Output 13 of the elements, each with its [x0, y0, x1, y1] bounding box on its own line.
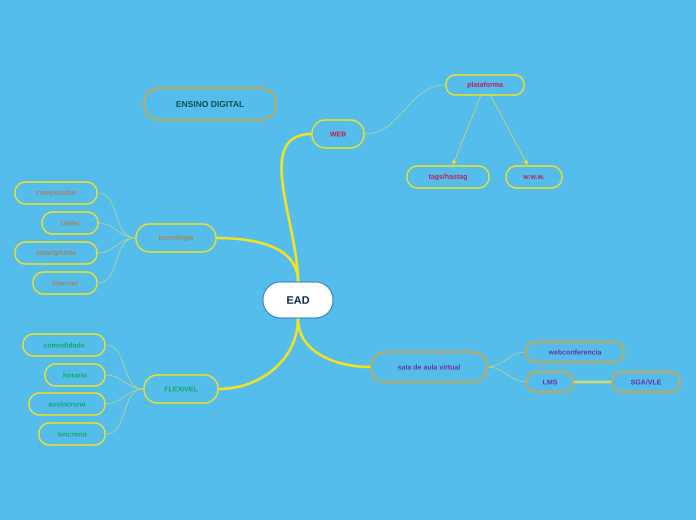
connector — [97, 238, 136, 284]
connector — [218, 318, 300, 390]
connector — [364, 84, 446, 134]
connector — [105, 388, 144, 434]
connector — [574, 380, 612, 384]
topic-box: ENSINO DIGITAL — [143, 87, 277, 121]
connector — [216, 236, 300, 282]
connector — [487, 366, 527, 382]
connector — [296, 318, 370, 368]
connector — [98, 222, 136, 238]
connector — [280, 132, 312, 282]
connector — [105, 374, 144, 390]
connector — [487, 352, 526, 368]
